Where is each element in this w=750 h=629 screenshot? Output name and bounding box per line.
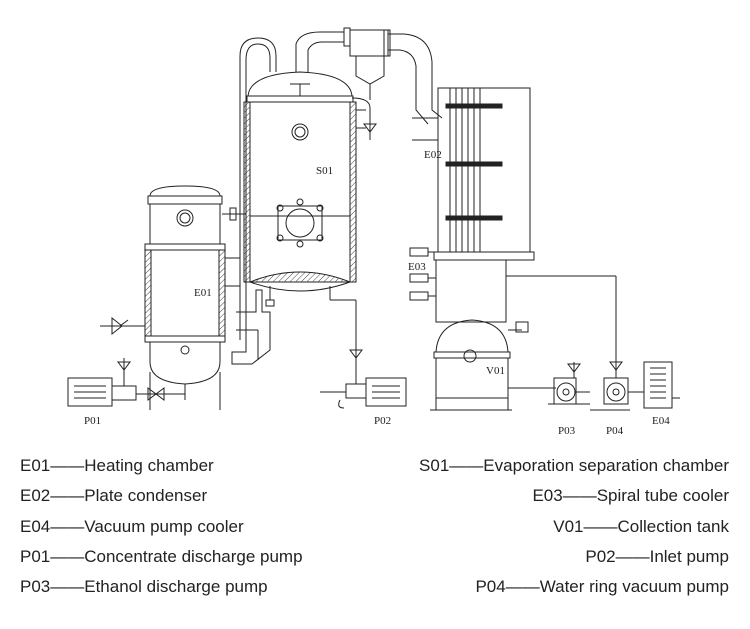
tag-e04: E04: [652, 415, 670, 427]
heating-chamber-e01: [100, 185, 246, 410]
legend-p01: P01——Concentrate discharge pump: [20, 547, 303, 566]
vapour-duct: [295, 27, 443, 140]
legend-v01: V01——Collection tank: [553, 517, 729, 536]
spiral-tube-cooler-e03: [409, 247, 540, 323]
legend-s01: S01——Evaporation separation chamber: [419, 456, 729, 475]
legend-p03: P03——Ethanol discharge pump: [20, 577, 268, 596]
tag-p03: P03: [558, 425, 576, 437]
concentrate-discharge-pump-p01: [67, 358, 186, 407]
tag-p02: P02: [374, 415, 391, 427]
plate-condenser-e02: [412, 87, 535, 261]
legend-p02: P02——Inlet pump: [585, 547, 729, 566]
tag-p01: P01: [84, 415, 101, 427]
tag-p04: P04: [606, 425, 624, 437]
collection-tank-v01: [430, 319, 548, 411]
legend-e01: E01——Heating chamber: [20, 456, 214, 475]
equipment-legend: E01——Heating chamber S01——Evaporation se…: [0, 448, 750, 628]
tag-v01: V01: [486, 365, 505, 377]
water-ring-vacuum-pump-p04: [540, 275, 644, 411]
ethanol-discharge-pump-p03: [544, 362, 590, 405]
process-flow-diagram: E01 S: [67, 27, 680, 437]
legend-e04: E04——Vacuum pump cooler: [20, 517, 244, 536]
tag-s01: S01: [316, 165, 333, 177]
legend-e02: E02——Plate condenser: [20, 486, 208, 505]
tag-e01: E01: [194, 287, 212, 299]
tag-e02: E02: [424, 149, 442, 161]
legend-p04: P04——Water ring vacuum pump: [475, 577, 729, 596]
vacuum-pump-cooler-e04: [643, 361, 680, 409]
legend-e03: E03——Spiral tube cooler: [532, 486, 729, 505]
tag-e03: E03: [408, 261, 426, 273]
evaporation-separation-chamber-s01: [243, 71, 366, 307]
inlet-pump-p02: [320, 299, 407, 409]
